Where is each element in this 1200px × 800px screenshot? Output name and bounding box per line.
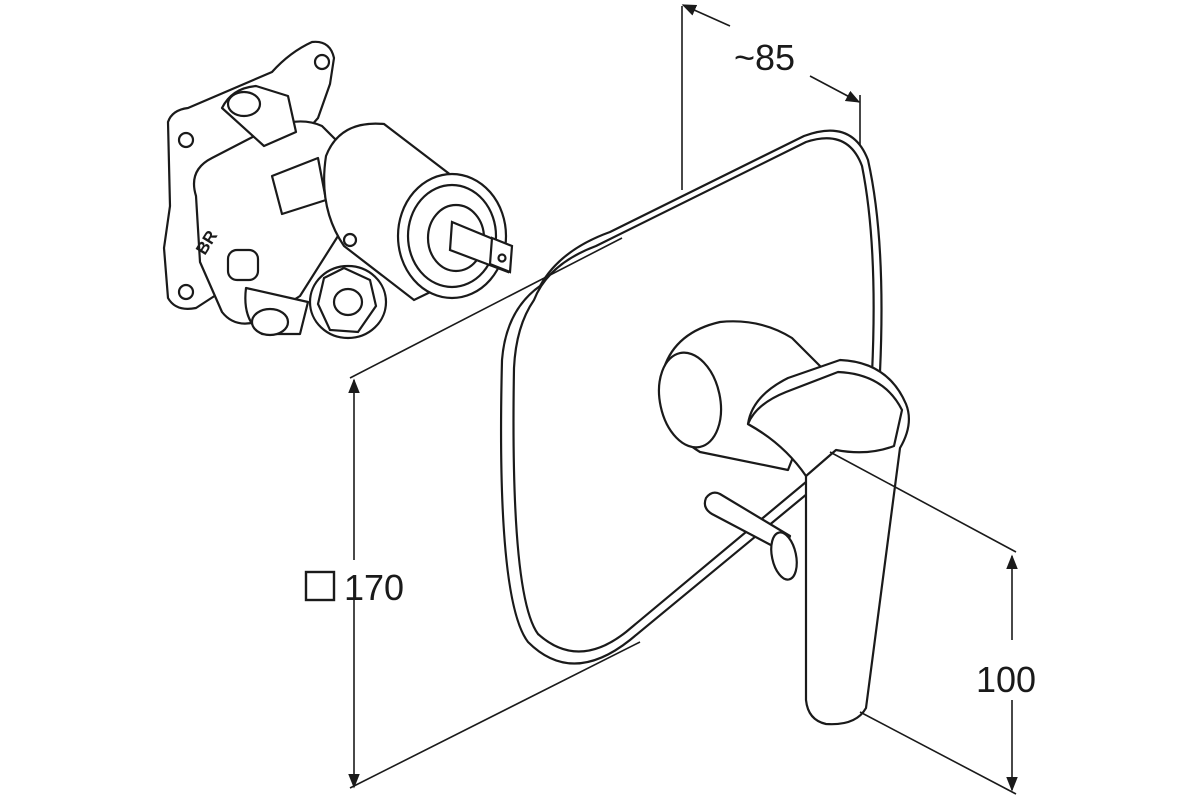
spindle-pin: [497, 253, 507, 263]
square-dimension-icon: [304, 570, 336, 602]
height-extension-bottom: [859, 711, 1017, 795]
inlet-pipe-end: [226, 90, 262, 118]
width-label: 170: [344, 567, 404, 608]
height-dimension: [829, 451, 1018, 795]
cartridge-hole: [342, 232, 358, 248]
handle-lever-top: [746, 370, 904, 478]
height-label: 100: [976, 659, 1036, 700]
handle-assembly: [657, 320, 911, 726]
cartridge: [323, 122, 514, 302]
height-extension-top: [829, 451, 1017, 553]
mounting-hole: [177, 131, 195, 149]
width-extension-top: [349, 237, 623, 379]
mounting-hole: [177, 283, 195, 301]
side-knob: [226, 248, 260, 282]
nut-center: [332, 287, 364, 317]
depth-arrow-left: [681, 4, 731, 27]
outlet-pipe-end: [250, 307, 290, 337]
depth-label: ~85: [734, 37, 795, 78]
valve-body: BR: [162, 40, 348, 337]
diverter-knob: [770, 531, 798, 581]
mounting-hole: [313, 53, 331, 71]
depth-arrow-right: [809, 75, 861, 103]
width-extension-bottom: [349, 641, 641, 789]
width-dimension: [304, 237, 641, 789]
hex-nut: [308, 264, 388, 340]
handle-hub-face: [657, 351, 723, 449]
